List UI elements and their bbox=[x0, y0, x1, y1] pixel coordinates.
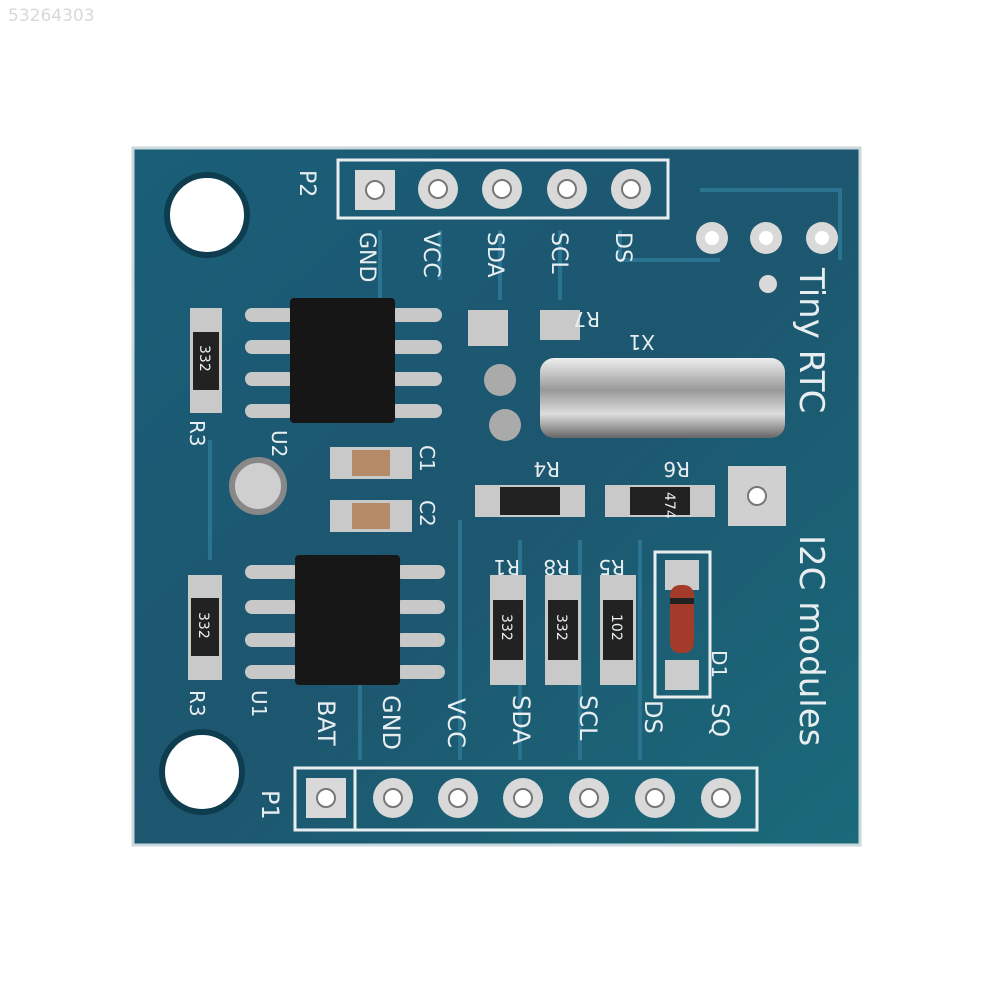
resistor-r5: 102 bbox=[600, 575, 636, 685]
ref-d1: D1 bbox=[707, 650, 731, 678]
pin-label: SQ bbox=[706, 703, 734, 737]
ref-r3-b: R3 bbox=[185, 690, 209, 717]
svg-text:474: 474 bbox=[661, 492, 677, 519]
header-p1-pins bbox=[306, 778, 741, 818]
resistor-r3: 332 bbox=[188, 575, 222, 680]
board-title: Tiny RTC bbox=[791, 267, 831, 413]
ref-r6: R6 bbox=[663, 457, 690, 481]
ref-c1: C1 bbox=[415, 445, 439, 472]
resistor-r8: 332 bbox=[545, 575, 581, 685]
mounting-hole bbox=[164, 172, 250, 258]
svg-text:332: 332 bbox=[553, 614, 569, 641]
resistor-r4 bbox=[475, 485, 585, 517]
pin-label: SDA bbox=[507, 695, 535, 745]
ref-r1: R1 bbox=[493, 555, 520, 579]
crystal-x1 bbox=[484, 358, 785, 441]
capacitor-c1 bbox=[330, 447, 412, 479]
resistor-r3: 332 bbox=[190, 308, 222, 413]
ref-r5: R5 bbox=[598, 555, 625, 579]
pin-label: BAT bbox=[312, 700, 340, 746]
ref-r4: R4 bbox=[533, 457, 560, 481]
capacitor-c2 bbox=[330, 500, 412, 532]
pin-label: VCC bbox=[442, 698, 470, 748]
pin-label: SCL bbox=[546, 232, 571, 274]
ref-u2: U2 bbox=[267, 430, 291, 457]
ref-r8: R8 bbox=[543, 555, 570, 579]
label-p2: P2 bbox=[294, 170, 319, 197]
svg-text:332: 332 bbox=[498, 614, 514, 641]
header-p2-pins bbox=[355, 169, 651, 210]
ref-c2: C2 bbox=[415, 500, 439, 527]
pin-label: VCC bbox=[418, 232, 443, 278]
chip-u1 bbox=[245, 555, 445, 685]
chip-u2 bbox=[245, 298, 442, 423]
svg-text:102: 102 bbox=[608, 614, 624, 641]
board-subtitle: I2C modules bbox=[791, 535, 831, 746]
ref-r7: R7 bbox=[573, 307, 600, 331]
pin-label: GND bbox=[354, 232, 379, 282]
mounting-hole bbox=[229, 457, 287, 515]
pin-label: SDA bbox=[482, 232, 507, 278]
pin-label: GND bbox=[377, 695, 405, 750]
pin-label: DS bbox=[639, 700, 667, 734]
label-p1: P1 bbox=[256, 790, 284, 820]
ref-r3: R3 bbox=[185, 420, 209, 447]
svg-text:332: 332 bbox=[196, 345, 212, 372]
diode-d1 bbox=[653, 550, 712, 699]
resistor-r6: 474 bbox=[605, 485, 715, 519]
pin-label: DS bbox=[610, 232, 635, 263]
ref-x1: X1 bbox=[629, 330, 655, 354]
resistor-r1: 332 bbox=[490, 575, 526, 685]
ref-u1: U1 bbox=[247, 690, 271, 717]
svg-text:332: 332 bbox=[195, 612, 211, 639]
mounting-hole bbox=[159, 729, 245, 815]
pin-label: SCL bbox=[574, 695, 602, 741]
watermark: 53264303 bbox=[8, 6, 95, 26]
